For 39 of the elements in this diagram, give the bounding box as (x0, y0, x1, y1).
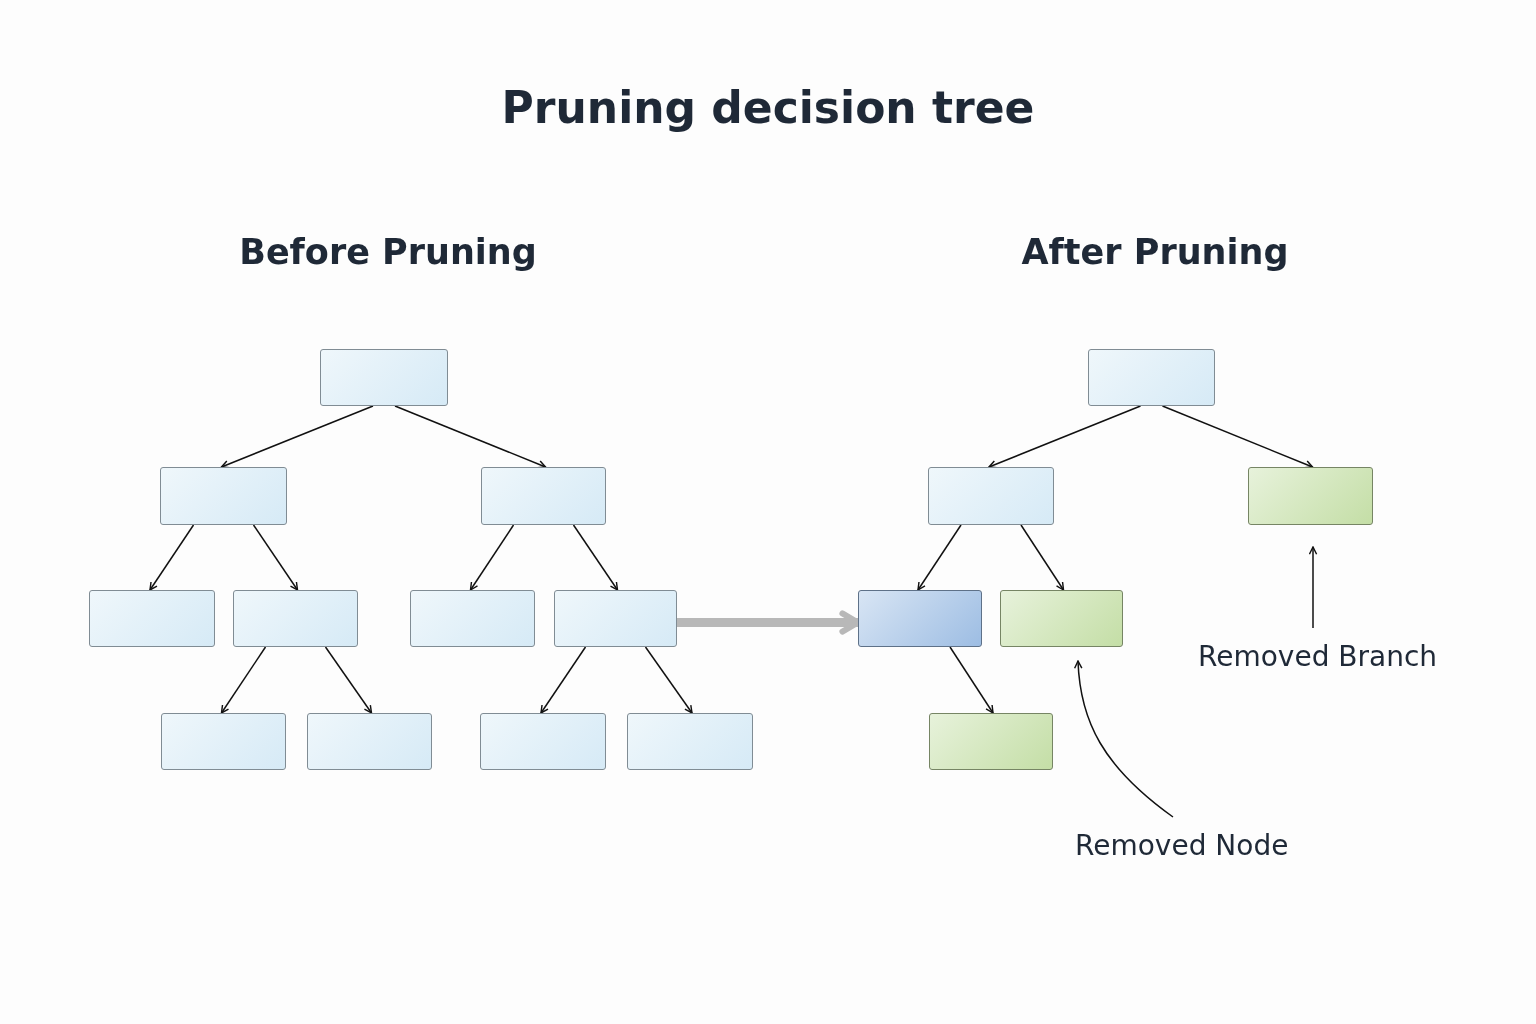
arrow (949, 646, 994, 714)
diagram-title: Pruning decision tree (501, 82, 1035, 133)
arrow (220, 405, 374, 469)
arrow (644, 646, 693, 714)
arrow (149, 524, 195, 591)
callout-text: Removed Node (1075, 829, 1315, 869)
arrow (324, 646, 373, 714)
leader-arrow (1308, 546, 1318, 629)
tree-node-box (858, 590, 982, 647)
tree-node-box (320, 349, 448, 406)
tree-node-box (1000, 590, 1123, 647)
arrow (394, 405, 547, 469)
arrow (540, 646, 587, 714)
section-heading: After Pruning (1021, 232, 1289, 272)
arrow (469, 524, 515, 591)
tree-node-box (307, 713, 432, 770)
tree-node-box (161, 713, 286, 770)
callout-text: Removed Branch (1198, 640, 1460, 680)
tree-node-box (929, 713, 1053, 770)
arrow (1161, 405, 1314, 469)
tree-node-box (627, 713, 753, 770)
tree-node-box (1248, 467, 1373, 525)
arrow (572, 524, 619, 591)
tree-node-box (410, 590, 535, 647)
tree-node-box (89, 590, 215, 647)
arrow (1020, 524, 1065, 591)
tree-node-box (160, 467, 287, 525)
tree-node-box (1088, 349, 1215, 406)
arrow (988, 405, 1142, 469)
arrow (252, 524, 299, 591)
tree-node-box (233, 590, 358, 647)
arrow (220, 646, 267, 714)
tree-node-box (554, 590, 677, 647)
tree-node-box (480, 713, 606, 770)
leader-arrow (1074, 660, 1174, 818)
section-heading: Before Pruning (239, 232, 537, 272)
tree-node-box (928, 467, 1054, 525)
tree-node-box (481, 467, 606, 525)
arrow (917, 524, 962, 591)
